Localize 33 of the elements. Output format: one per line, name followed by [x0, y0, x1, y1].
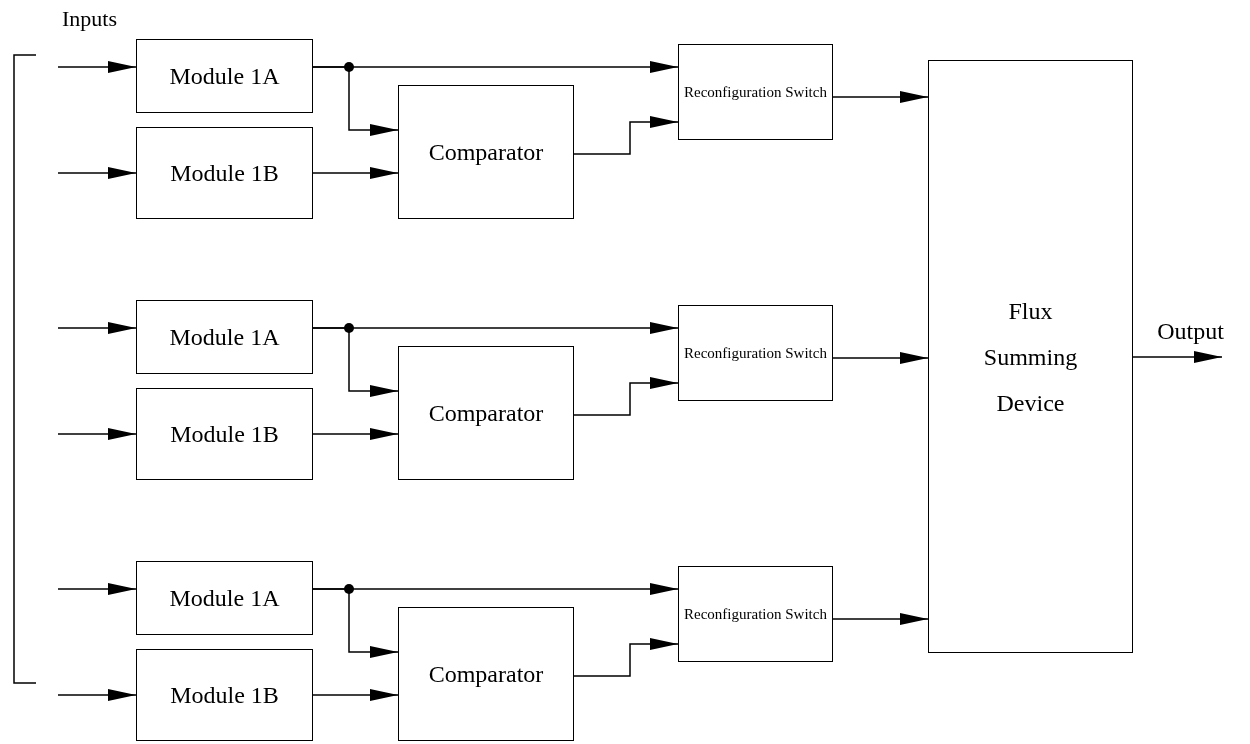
arrow: [57, 428, 137, 440]
module-box: Module 1A: [136, 39, 313, 113]
arrow: [57, 167, 137, 179]
arrow: [57, 61, 137, 73]
module-box: Module 1A: [136, 561, 313, 635]
comparator-box: Comparator: [398, 607, 574, 741]
arrow: [57, 583, 137, 595]
arrow: [312, 428, 399, 440]
module-box: Module 1B: [136, 388, 313, 480]
arrow: [312, 327, 399, 397]
arrow: [573, 116, 679, 155]
arrow: [832, 613, 929, 625]
comparator-box: Comparator: [398, 85, 574, 219]
arrow: [312, 167, 399, 179]
arrow: [832, 352, 929, 364]
arrow: [312, 66, 399, 136]
arrow: [573, 638, 679, 677]
module-box: Module 1B: [136, 127, 313, 219]
switch-box: Reconfiguration Switch: [678, 566, 833, 662]
comparator-box: Comparator: [398, 346, 574, 480]
summing-device-box: Flux Summing Device: [928, 60, 1133, 653]
arrow: [312, 689, 399, 701]
module-box: Module 1A: [136, 300, 313, 374]
arrow: [832, 91, 929, 103]
arrow: [57, 689, 137, 701]
switch-box: Reconfiguration Switch: [678, 305, 833, 401]
arrow: [1132, 351, 1223, 363]
arrow: [573, 377, 679, 416]
arrow: [312, 588, 399, 658]
inputs-label: Inputs: [62, 8, 117, 30]
switch-box: Reconfiguration Switch: [678, 44, 833, 140]
arrow: [57, 322, 137, 334]
module-box: Module 1B: [136, 649, 313, 741]
